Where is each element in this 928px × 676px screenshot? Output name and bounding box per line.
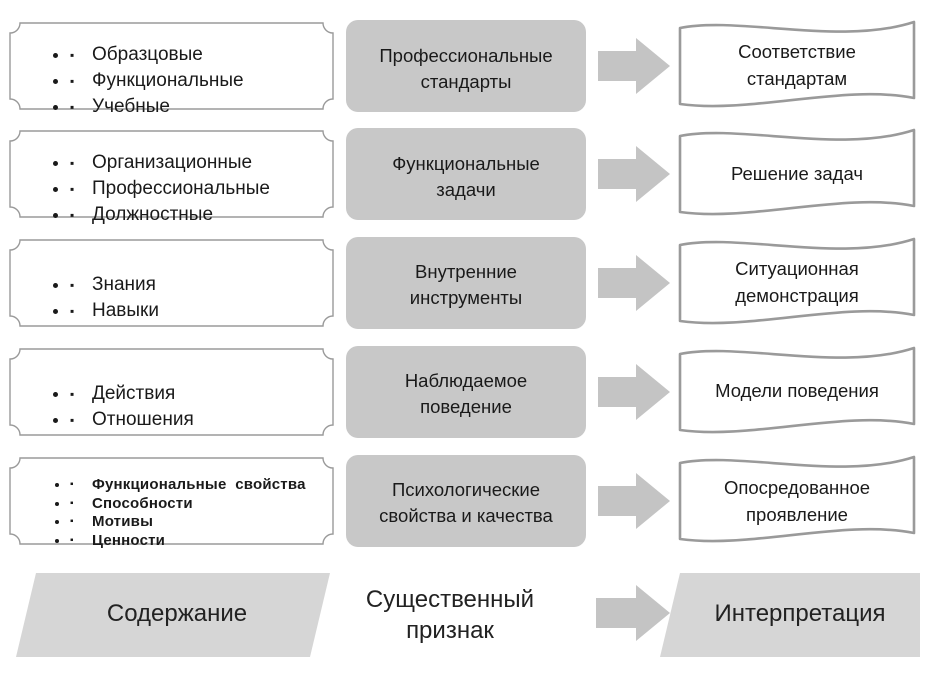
row-3-feature-line: инструменты xyxy=(409,287,523,308)
row-2-content-item: Организационные xyxy=(70,150,270,176)
row-3-interpretation-banner xyxy=(678,237,916,325)
row-2-feature-label: Функциональные задачи xyxy=(346,151,586,203)
row-5-content-item: Функциональные свойства xyxy=(70,476,306,495)
row-4-content-item: Отношения xyxy=(70,407,194,433)
row-3-content-item: Навыки xyxy=(70,298,159,324)
row-2-content-item: Должностные xyxy=(70,202,270,228)
row-5-feature-box xyxy=(346,455,586,547)
row-2-interpretation-banner xyxy=(678,128,916,216)
row-5-feature-label: Психологические свойства и качества xyxy=(346,477,586,529)
row-1-interpretation-banner xyxy=(678,20,916,108)
row-1-content-item: Функциональные xyxy=(70,68,244,94)
row-5-interpretation-label: Опосредованное проявление xyxy=(682,474,912,528)
row-1-arrow-icon xyxy=(598,38,670,94)
row-4-interpretation-label: Модели поведения xyxy=(682,377,912,404)
row-3-interpretation-label: Ситуационная демонстрация xyxy=(682,255,912,309)
row-1-feature-label: Профессиональные стандарты xyxy=(346,43,586,95)
row-3-interpretation-line: Ситуационная xyxy=(735,258,859,279)
row-5-interpretation-line: проявление xyxy=(746,504,848,525)
row-1-interpretation-label: Соответствие стандартам xyxy=(682,38,912,92)
row-5-content-item: Ценности xyxy=(70,532,306,551)
row-4-arrow-icon xyxy=(598,364,670,420)
row-5-arrow-icon xyxy=(598,473,670,529)
row-3-interpretation-line: демонстрация xyxy=(735,285,859,306)
row-3-arrow-icon xyxy=(598,255,670,311)
row-5-interpretation-line: Опосредованное xyxy=(723,477,871,498)
row-2-interpretation-label: Решение задач xyxy=(682,160,912,187)
bottom-label-interpretation: Интерпретация xyxy=(714,600,886,627)
row-2-arrow-icon xyxy=(598,146,670,202)
row-1-feature-line: стандарты xyxy=(420,71,512,92)
row-1-content-item: Образцовые xyxy=(70,42,244,68)
row-5-content-item: Способности xyxy=(70,495,306,514)
row-5-feature-line: свойства и качества xyxy=(379,505,553,526)
row-4-feature-line: Наблюдаемое xyxy=(404,370,528,391)
row-5-content-item: Мотивы xyxy=(70,513,306,532)
row-3-feature-line: Внутренние xyxy=(415,261,517,282)
row-5-feature-line: Психологические xyxy=(391,479,541,500)
bottom-content-shape xyxy=(16,573,330,657)
row-4-interpretation-banner xyxy=(678,346,916,434)
row-2-interpretation-line: Решение задач xyxy=(730,163,863,184)
row-2-feature-box xyxy=(346,128,586,220)
row-4-interpretation-line: Модели поведения xyxy=(715,380,879,401)
bottom-label-feature: Существенный признак xyxy=(330,584,570,646)
row-1-content-item: Учебные xyxy=(70,94,244,120)
bottom-interpretation-shape xyxy=(660,573,920,657)
row-2-content-item: Профессиональные xyxy=(70,176,270,202)
row-5-interpretation-banner xyxy=(678,455,916,543)
row-1-interpretation-line: стандартам xyxy=(746,68,848,89)
row-1-feature-line: Профессиональные xyxy=(379,45,553,66)
row-2-feature-line: Функциональные xyxy=(392,153,540,174)
bottom-label-feature-line: Существенный xyxy=(365,586,535,613)
row-4-feature-label: Наблюдаемое поведение xyxy=(346,368,586,420)
row-4-content-item: Действия xyxy=(70,381,194,407)
row-4-feature-line: поведение xyxy=(420,396,512,417)
row-1-feature-box xyxy=(346,20,586,112)
row-2-feature-line: задачи xyxy=(436,179,496,200)
bottom-label-feature-line: признак xyxy=(406,617,494,644)
row-3-feature-box xyxy=(346,237,586,329)
row-4-feature-box xyxy=(346,346,586,438)
row-1-interpretation-line: Соответствие xyxy=(738,41,856,62)
bottom-label-content: Содержание xyxy=(106,600,248,627)
row-3-feature-label: Внутренние инструменты xyxy=(346,259,586,311)
row-3-content-item: Знания xyxy=(70,272,159,298)
bottom-arrow-icon xyxy=(596,585,670,641)
